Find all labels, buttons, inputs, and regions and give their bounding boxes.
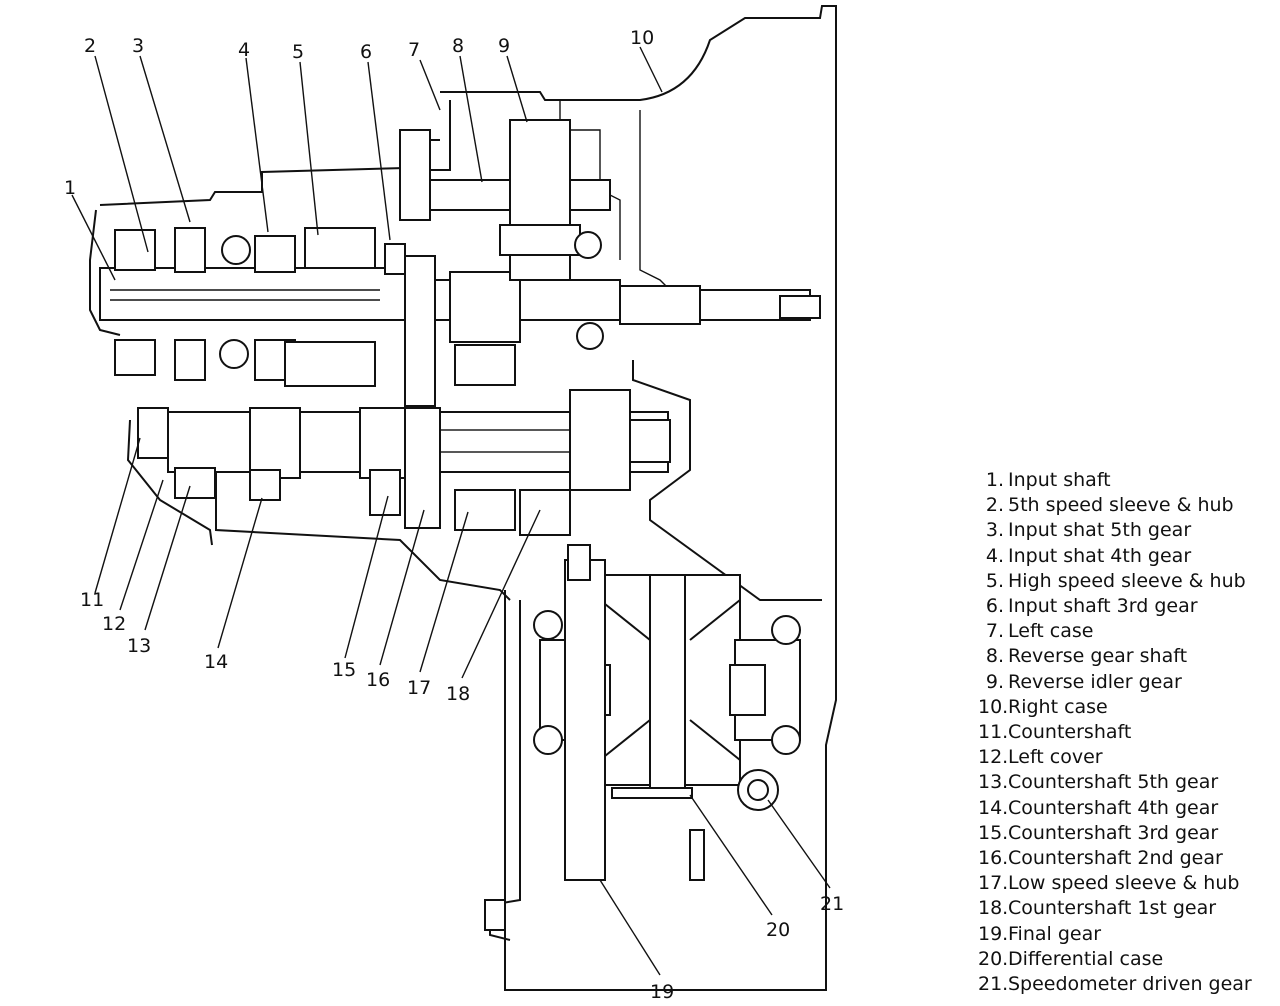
callout-8: 8 [452,35,464,57]
legend-label: Input shat 4th gear [1008,544,1192,567]
legend-label: Input shat 5th gear [1008,519,1192,542]
legend-item: 17.Low speed sleeve & hub [978,872,1240,895]
legend-label: Countershaft 2nd gear [1008,847,1223,870]
callout-11: 11 [80,589,104,611]
legend-item: 15.Countershaft 3rd gear [978,821,1219,844]
legend-item: 13.Countershaft 5th gear [978,771,1219,794]
legend-item: 20.Differential case [978,947,1164,970]
legend-label: Left cover [1008,746,1103,769]
legend-label: Right case [1008,695,1108,718]
callout-1: 1 [64,177,76,199]
legend-item: 5.High speed sleeve & hub [985,569,1246,592]
legend-label: Speedometer driven gear [1008,973,1252,996]
callout-18: 18 [446,683,470,705]
countershaft-gears [174,231,631,536]
callout-7: 7 [408,39,420,61]
legend-label: Countershaft 3rd gear [1008,821,1219,844]
legend-label: High speed sleeve & hub [1008,569,1246,592]
differential-assembly [484,544,801,931]
callout-19: 19 [650,981,674,1003]
legend-item: 12.Left cover [978,746,1103,769]
callout-10: 10 [630,27,654,49]
callout-3: 3 [132,35,144,57]
legend-item: 6.Input shaft 3rd gear [985,595,1198,618]
legend-item: 11.Countershaft [978,721,1132,744]
legend-label: Left case [1008,620,1094,643]
legend-item: 21.Speedometer driven gear [978,973,1252,996]
callout-13: 13 [127,635,151,657]
legend-label: Reverse idler gear [1008,670,1182,693]
legend-label: Differential case [1008,947,1164,970]
callout-6: 6 [360,41,372,63]
legend-item: 10.Right case [978,695,1108,718]
parts-legend: 1.Input shaft 2.5th speed sleeve & hub 3… [978,468,1278,997]
callout-15: 15 [332,659,356,681]
legend-label: Countershaft [1008,721,1132,744]
callout-4: 4 [238,39,250,61]
input-gears [114,227,521,407]
legend-label: Input shaft 3rd gear [1008,595,1198,618]
legend-item: 16.Countershaft 2nd gear [978,847,1223,870]
legend-label: 5th speed sleeve & hub [1008,494,1234,517]
legend-item: 2.5th speed sleeve & hub [985,494,1234,517]
callout-2: 2 [84,35,96,57]
callout-21: 21 [820,893,844,915]
reverse-gear-shaft [399,119,611,281]
callout-5: 5 [292,41,304,63]
callout-9: 9 [498,35,510,57]
legend-label: Countershaft 1st gear [1008,897,1217,920]
legend-item: 4.Input shat 4th gear [985,544,1192,567]
legend-label: Low speed sleeve & hub [1008,872,1240,895]
callout-12: 12 [102,613,126,635]
callout-20: 20 [766,919,790,941]
legend-item: 8.Reverse gear shaft [985,645,1188,668]
callout-17: 17 [407,677,431,699]
callout-14: 14 [204,651,228,673]
leader-lines [71,46,831,976]
legend-item: 1.Input shaft [985,469,1111,491]
legend-item: 14.Countershaft 4th gear [978,796,1219,819]
legend-label: Countershaft 4th gear [1008,796,1219,819]
legend-label: Input shaft [1008,469,1111,491]
legend-item: 3.Input shat 5th gear [985,519,1192,542]
legend-label: Reverse gear shaft [1008,645,1188,668]
legend-label: Final gear [1008,922,1102,945]
legend-item: 7.Left case [985,620,1094,643]
callout-numbers: 1 2 3 4 5 6 7 8 9 10 11 12 13 14 15 16 1… [64,27,844,1003]
callout-16: 16 [366,669,390,691]
legend-label: Countershaft 5th gear [1008,771,1219,794]
legend-item: 19.Final gear [978,922,1102,945]
legend-item: 9.Reverse idler gear [985,670,1182,693]
legend-item: 18.Countershaft 1st gear [978,897,1217,920]
